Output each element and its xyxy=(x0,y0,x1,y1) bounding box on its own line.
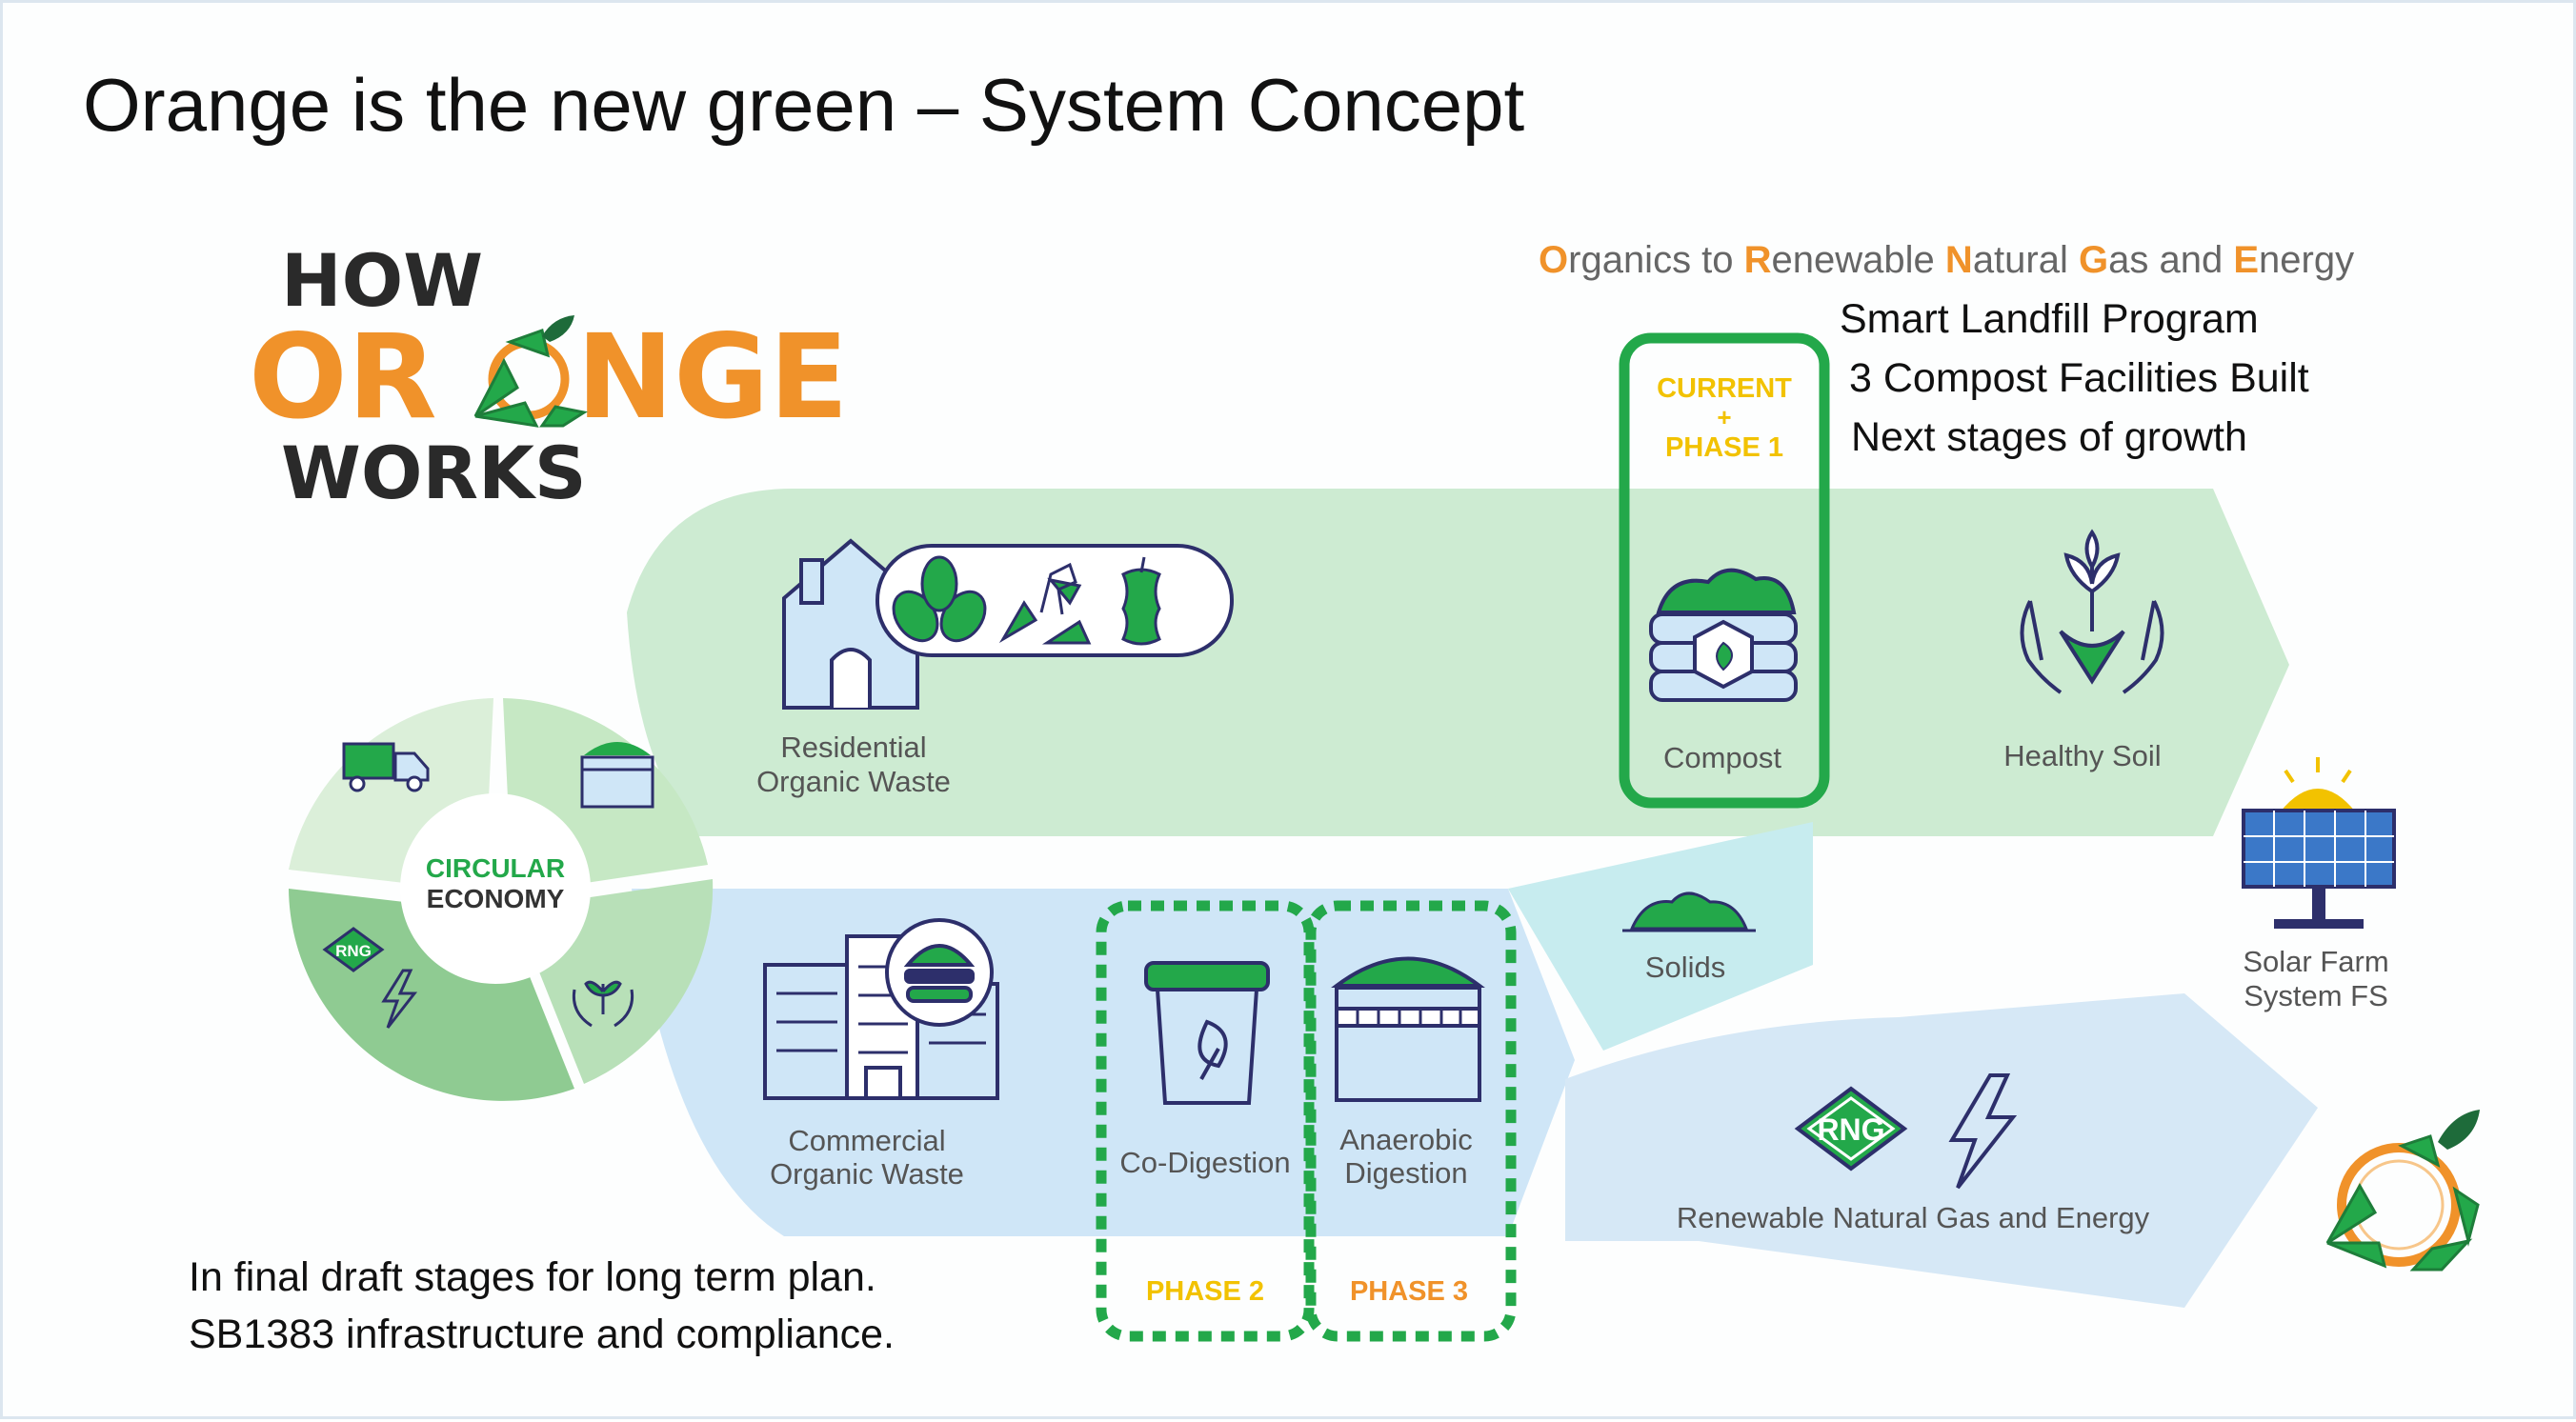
program-note-1: Smart Landfill Program xyxy=(1840,296,2259,342)
current-label: CURRENT xyxy=(1657,373,1792,404)
commercial-label-2: Organic Waste xyxy=(770,1157,964,1191)
acronym-rest-o: rganics to xyxy=(1568,239,1744,281)
current-plus-label: + xyxy=(1717,403,1731,431)
acronym-letter-r: R xyxy=(1743,239,1772,281)
anaerobic-digester-icon xyxy=(1331,956,1485,1102)
acronym-rest-n: atural xyxy=(1972,239,2079,281)
recycle-logo-icon xyxy=(2325,1110,2480,1272)
building-icon xyxy=(763,918,999,1100)
compost-label: Compost xyxy=(1663,741,1781,774)
logo-nge: NGE xyxy=(576,310,849,445)
logo-works: WORKS xyxy=(281,431,587,515)
acronym-rest-e: nergy xyxy=(2259,239,2355,281)
lightning-icon xyxy=(1948,1073,2018,1190)
solar-panel-icon xyxy=(2242,757,2396,929)
burger-icon xyxy=(903,944,976,1003)
circular-label-1: CIRCULAR xyxy=(426,853,565,883)
current-phase1-box xyxy=(1619,332,1830,809)
solids-band xyxy=(1508,822,1813,1051)
program-note-2: 3 Compost Facilities Built xyxy=(1849,355,2309,401)
solids-mound-icon xyxy=(1629,891,1749,931)
acronym-letter-o: O xyxy=(1539,239,1569,281)
rng-label: Renewable Natural Gas and Energy xyxy=(1677,1201,2150,1234)
rng-band xyxy=(1565,993,2318,1308)
logo-or: OR xyxy=(249,310,437,445)
logo-how: HOW xyxy=(281,238,483,323)
logo-recycle-a-icon xyxy=(473,315,588,428)
soil-band xyxy=(1822,489,2289,836)
solar-label-2: System FS xyxy=(2244,979,2388,1012)
organics-bubble xyxy=(875,544,1234,657)
healthy-soil-label: Healthy Soil xyxy=(2003,739,2161,772)
truck-icon xyxy=(342,742,430,792)
digester-icon xyxy=(580,742,654,809)
program-note-3: Next stages of growth xyxy=(1851,414,2247,460)
commercial-label-1: Commercial xyxy=(788,1124,945,1157)
recycle-horse-icon xyxy=(998,562,1092,645)
slide-title: Orange is the new green – System Concept xyxy=(83,63,1525,147)
digestion-band xyxy=(989,889,1575,1236)
anaerobic-label-1: Anaerobic xyxy=(1339,1123,1473,1156)
phase3-label: PHASE 3 xyxy=(1350,1276,1468,1307)
bottom-note-2: SB1383 infrastructure and compliance. xyxy=(189,1312,895,1357)
acronym-rest-r: enewable xyxy=(1771,239,1945,281)
phase2-label: PHASE 2 xyxy=(1146,1276,1264,1307)
leaves-icon xyxy=(892,555,987,643)
wheel-rng-text: RNG xyxy=(335,942,372,960)
acronym-letter-e: E xyxy=(2233,239,2260,281)
residential-label-1: Residential xyxy=(780,731,926,764)
co-digestion-bin-icon xyxy=(1144,961,1270,1105)
wheel-lightning-icon xyxy=(381,969,418,1029)
acronym-letter-g: G xyxy=(2078,239,2109,281)
acronym-letter-n: N xyxy=(1944,239,1973,281)
circular-label-2: ECONOMY xyxy=(427,884,565,913)
anaerobic-label-2: Digestion xyxy=(1344,1156,1467,1190)
compost-icon xyxy=(1649,568,1798,702)
how-orange-works-logo: HOW OR NGE WORKS xyxy=(249,238,849,515)
hands-plant-icon xyxy=(2020,529,2164,694)
apple-core-icon xyxy=(1121,556,1161,646)
solar-label-1: Solar Farm xyxy=(2243,945,2388,978)
phase2-box xyxy=(1096,900,1315,1342)
circular-economy-wheel: CIRCULAR ECONOMY RNG xyxy=(289,698,714,1101)
rng-badge-text: RNG xyxy=(1817,1112,1884,1147)
rng-badge-icon: RNG xyxy=(1794,1086,1908,1172)
bottom-note-1: In final draft stages for long term plan… xyxy=(189,1254,876,1300)
solids-label: Solids xyxy=(1645,951,1725,984)
co-digestion-label: Co-Digestion xyxy=(1119,1146,1290,1179)
system-diagram: CIRCULAR ECONOMY RNG xyxy=(249,238,2480,1342)
phase3-box xyxy=(1305,900,1517,1342)
acronym-rest-g: as and xyxy=(2108,239,2234,281)
phase1-label: PHASE 1 xyxy=(1665,432,1783,463)
residential-label-2: Organic Waste xyxy=(756,765,951,798)
program-acronym: Organics to Renewable Natural Gas and En… xyxy=(1539,239,2354,282)
wheel-rng-badge-icon: RNG xyxy=(322,927,385,972)
wheel-hands-plant-icon xyxy=(572,980,634,1028)
